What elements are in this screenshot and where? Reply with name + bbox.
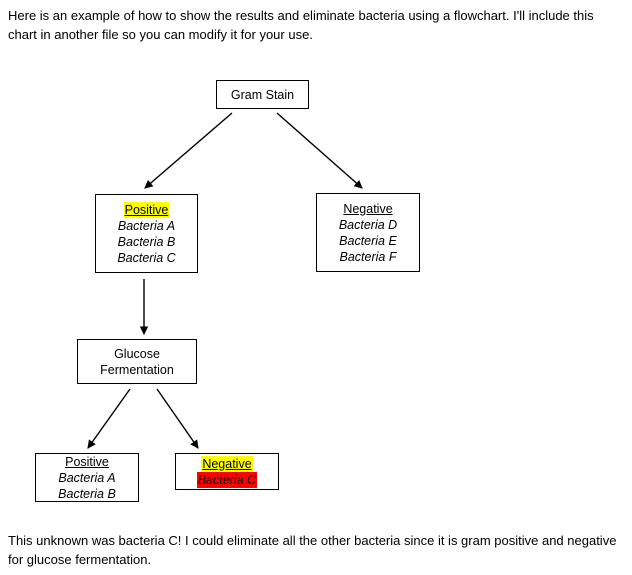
node-glucose-fermentation-line2: Fermentation xyxy=(100,362,174,377)
node-gram-positive-item-1: Bacteria B xyxy=(117,234,176,249)
arrow-glucose-to-negative xyxy=(156,388,199,449)
node-gram-stain-title: Gram Stain xyxy=(230,87,295,102)
node-gram-negative[interactable]: Negative Bacteria D Bacteria E Bacteria … xyxy=(316,193,420,272)
node-gram-positive-item-2: Bacteria C xyxy=(117,250,176,265)
intro-paragraph: Here is an example of how to show the re… xyxy=(8,8,594,42)
node-gram-negative-item-1: Bacteria E xyxy=(339,233,397,248)
node-gram-negative-header: Negative xyxy=(343,201,393,216)
node-glucose-positive-header: Positive xyxy=(65,454,109,469)
node-gram-negative-item-0: Bacteria D xyxy=(338,217,398,232)
arrow-gram-to-negative xyxy=(276,112,363,189)
node-glucose-negative[interactable]: Negative Bacteria C xyxy=(175,453,279,490)
flowchart: Gram Stain Positive Bacteria A Bacteria … xyxy=(0,60,632,525)
node-gram-stain[interactable]: Gram Stain xyxy=(216,80,309,109)
node-glucose-fermentation-line1: Glucose xyxy=(114,346,160,361)
node-glucose-positive[interactable]: Positive Bacteria A Bacteria B xyxy=(35,453,139,502)
arrow-gram-to-positive xyxy=(144,112,233,189)
node-gram-positive-item-0: Bacteria A xyxy=(117,218,176,233)
node-glucose-fermentation[interactable]: Glucose Fermentation xyxy=(77,339,197,384)
node-glucose-negative-header: Negative xyxy=(201,455,253,472)
outro-paragraph: This unknown was bacteria C! I could eli… xyxy=(8,533,617,567)
node-gram-positive[interactable]: Positive Bacteria A Bacteria B Bacteria … xyxy=(95,194,198,273)
node-glucose-negative-item-0: Bacteria C xyxy=(196,471,258,488)
node-glucose-positive-item-0: Bacteria A xyxy=(58,470,116,485)
arrow-glucose-to-positive xyxy=(87,388,131,449)
node-gram-positive-header: Positive xyxy=(123,201,170,218)
node-glucose-positive-item-1: Bacteria B xyxy=(58,486,116,501)
node-gram-negative-item-2: Bacteria F xyxy=(339,249,397,264)
